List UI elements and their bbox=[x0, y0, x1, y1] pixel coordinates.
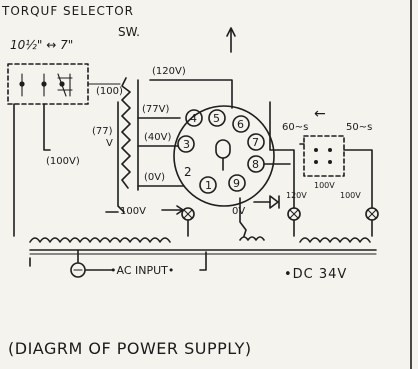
ac-input-label: •AC INPUT• bbox=[110, 264, 174, 277]
ac-input-return bbox=[199, 251, 207, 271]
pin-7 bbox=[247, 133, 265, 151]
pilot-lamp-x2 bbox=[183, 209, 193, 219]
tap-label-77v: (77V) bbox=[142, 104, 169, 115]
tap-label-77: (77) bbox=[92, 126, 113, 137]
ac-plug-icon bbox=[70, 262, 86, 278]
winding-right-icon bbox=[299, 237, 371, 243]
diode-left-wire bbox=[239, 197, 247, 237]
up-arrow-head-icon bbox=[226, 27, 236, 37]
switch-dot-1 bbox=[19, 81, 25, 87]
small-coil-icon bbox=[239, 236, 265, 241]
freq-switch-dot-2 bbox=[328, 148, 332, 152]
pin-label-5: 5 bbox=[213, 112, 220, 125]
winding-left-icon bbox=[29, 237, 171, 243]
freq-switch-dot-1 bbox=[314, 148, 318, 152]
header-range: 10½" ↔ 7" bbox=[10, 38, 73, 52]
tap-label-120v: (120V) bbox=[152, 66, 186, 77]
lamp-120v-x2 bbox=[289, 209, 299, 219]
pin-label-2: 2 bbox=[184, 165, 192, 179]
transformer-coil bbox=[121, 77, 131, 189]
pin-label-4: 4 bbox=[190, 112, 197, 125]
tap-label-0v: (0V) bbox=[144, 172, 165, 183]
pin-1 bbox=[199, 176, 217, 194]
freq-60-label: 60~s bbox=[282, 122, 308, 133]
tube-socket bbox=[173, 105, 275, 207]
pin-4 bbox=[185, 109, 203, 127]
lamp-right-x2 bbox=[367, 209, 377, 219]
pin-3 bbox=[177, 135, 195, 153]
tube-key-icon bbox=[215, 139, 231, 159]
pin-6 bbox=[232, 115, 250, 133]
pin-label-8: 8 bbox=[252, 158, 259, 171]
diode-icon bbox=[269, 195, 279, 209]
tap-label-77-unit: V bbox=[106, 138, 113, 149]
tap-label-100: (100) bbox=[96, 86, 123, 97]
freq-switch-box bbox=[303, 135, 345, 177]
switch-100v-b-label: 100V bbox=[340, 191, 361, 200]
header-title: TORQUF SELECTOR bbox=[1, 4, 134, 18]
wire-pin7 bbox=[269, 101, 295, 209]
lamp-voltage-label: 100V bbox=[120, 206, 146, 217]
tap-label-40v: (40V) bbox=[144, 132, 171, 143]
diode-voltage-label: 0V bbox=[232, 206, 245, 217]
header-abbrev: SW. bbox=[118, 25, 140, 39]
pin-9 bbox=[228, 174, 246, 192]
wire-left-100v bbox=[43, 103, 51, 151]
freq-switch-dot-3 bbox=[314, 160, 318, 164]
pin-label-6: 6 bbox=[237, 118, 244, 131]
switch-dot-3 bbox=[59, 81, 65, 87]
pin-label-1: 1 bbox=[205, 179, 212, 192]
freq-switch-dot-4 bbox=[328, 160, 332, 164]
freq-switch-arrow-icon: ← bbox=[314, 106, 326, 122]
switch-100v-a-label: 100V bbox=[314, 181, 335, 190]
pin-5 bbox=[208, 109, 226, 127]
switch-120v-label: 120V bbox=[286, 191, 307, 200]
dc-output-label: •DC 34V bbox=[284, 267, 347, 282]
tube-pins: 1 2 3 4 5 6 7 8 9 bbox=[177, 109, 265, 194]
wire-right-lamp bbox=[343, 149, 373, 209]
pin-label-3: 3 bbox=[183, 138, 190, 151]
pin-label-9: 9 bbox=[233, 177, 240, 190]
transformer-left-wire bbox=[117, 101, 125, 213]
switch-dot-2 bbox=[41, 81, 47, 87]
tap-label-100v-left: (100V) bbox=[46, 156, 80, 167]
wire-120v bbox=[149, 79, 233, 109]
freq-50-label: 50~s bbox=[346, 122, 372, 133]
pin-label-7: 7 bbox=[252, 136, 259, 149]
diagram-caption: (DIAGRM OF POWER SUPPLY) bbox=[8, 339, 252, 358]
